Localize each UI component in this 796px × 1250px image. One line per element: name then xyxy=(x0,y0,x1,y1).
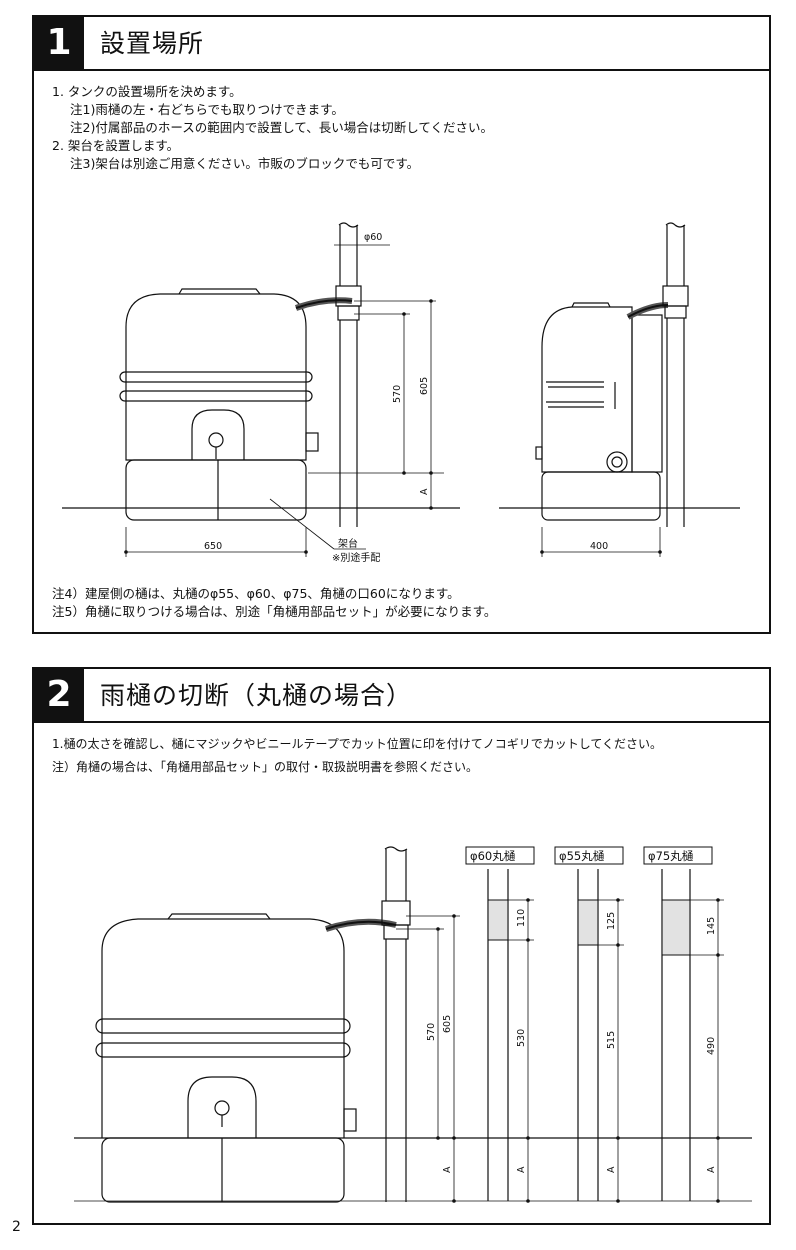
stand xyxy=(101,1137,345,1203)
section-number: 2 xyxy=(34,669,84,721)
dimension-a: A xyxy=(706,1166,717,1173)
dimension-a: A xyxy=(606,1166,617,1173)
tank-side xyxy=(541,306,633,473)
section-title: 雨樋の切断（丸樋の場合） xyxy=(100,681,413,710)
dimension-a: A xyxy=(516,1166,527,1173)
pipe-label-phi60: φ60丸樋 xyxy=(470,849,516,863)
dimension-570: 570 xyxy=(426,1023,437,1041)
section-header: 1 設置場所 xyxy=(34,17,769,71)
dimension-a: A xyxy=(419,488,430,495)
stand-side xyxy=(541,471,661,521)
pipe-label-phi75: φ75丸樋 xyxy=(648,849,694,863)
note-line: 注）角樋の場合は、「角樋用部品セット」の取付・取扱説明書を参照ください。 xyxy=(52,760,479,774)
section-title: 設置場所 xyxy=(100,29,205,58)
tank-front xyxy=(125,293,307,461)
note-line: 注1)雨樋の左・右どちらでも取りつけできます。 xyxy=(70,102,344,117)
pipe-diameter-label: φ60 xyxy=(364,232,382,243)
dimension-400: 400 xyxy=(590,541,608,552)
installation-diagram: φ60 570 605 A 650 400 架台 ※別途手配 xyxy=(62,222,740,564)
dimension-605: 605 xyxy=(442,1015,453,1033)
note-line: 注3)架台は別途ご用意ください。市販のブロックでも可です。 xyxy=(70,156,420,171)
note-line: 注5）角樋に取りつける場合は、別途「角樋用部品セット」が必要になります。 xyxy=(52,604,497,619)
dimension-605: 605 xyxy=(419,377,430,395)
cut-segment-phi60 xyxy=(489,900,507,940)
dimension-cut-phi60: 110 xyxy=(516,909,527,927)
dimension-rest-phi55: 515 xyxy=(606,1031,617,1049)
cut-segment-phi75 xyxy=(663,900,689,955)
section-number: 1 xyxy=(34,17,84,69)
cut-segment-phi55 xyxy=(579,900,597,945)
instruction-line: 1. タンクの設置場所を決めます。 xyxy=(52,84,242,99)
stand-label: 架台 xyxy=(338,537,358,550)
dimension-cut-phi75: 145 xyxy=(706,917,717,935)
section-header: 2 雨樋の切断（丸樋の場合） xyxy=(34,669,769,723)
dimension-cut-phi55: 125 xyxy=(606,912,617,930)
tank xyxy=(101,918,345,1138)
note-line: 注4）建屋側の樋は、丸樋のφ55、φ60、φ75、角樋の口60になります。 xyxy=(52,586,460,601)
section-gutter-cutting: 2 雨樋の切断（丸樋の場合） 1.樋の太さを確認し、樋にマジックやビニールテープ… xyxy=(32,667,771,1225)
dimension-570: 570 xyxy=(392,385,403,403)
instruction-line: 1.樋の太さを確認し、樋にマジックやビニールテープでカット位置に印を付けてノコギ… xyxy=(52,737,663,751)
pipe-label-phi55: φ55丸樋 xyxy=(559,849,605,863)
dimension-rest-phi75: 490 xyxy=(706,1037,717,1055)
dimension-rest-phi60: 530 xyxy=(516,1029,527,1047)
stand-note: ※別途手配 xyxy=(332,551,380,564)
page-number: 2 xyxy=(12,1219,21,1235)
cutting-diagram: φ60丸樋 φ55丸樋 φ75丸樋 570 605 A 110 530 A 12… xyxy=(74,846,752,1203)
instruction-line: 2. 架台を設置します。 xyxy=(52,138,180,153)
stand-front xyxy=(125,459,307,521)
dimension-650: 650 xyxy=(204,541,222,552)
note-line: 注2)付属部品のホースの範囲内で設置して、長い場合は切断してください。 xyxy=(70,120,493,135)
section-installation-location: 1 設置場所 1. タンクの設置場所を決めます。 注1)雨樋の左・右どちらでも取… xyxy=(32,15,771,634)
dimension-a: A xyxy=(442,1166,453,1173)
